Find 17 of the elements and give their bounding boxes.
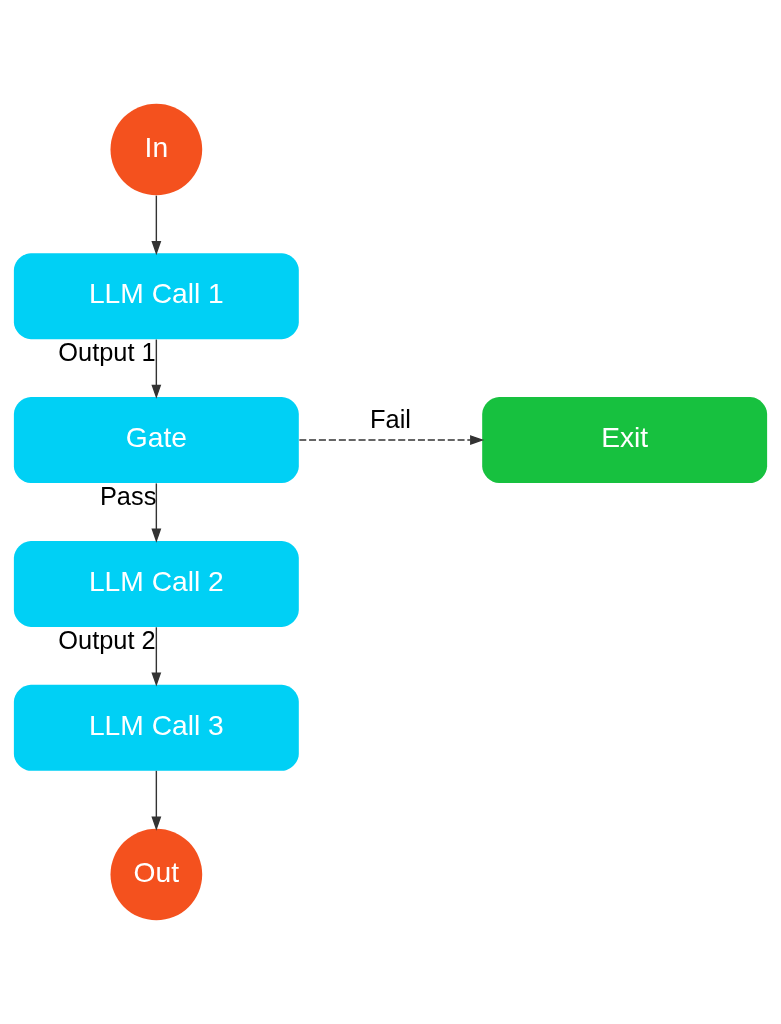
node-circle: Out [110,828,203,921]
arrow [151,626,162,687]
node-box: LLM Call 3 [13,684,299,771]
edge-label: Fail [370,404,411,433]
node-box: LLM Call 1 [13,253,299,340]
edge-label: Pass [99,481,157,510]
node-box: Exit [482,397,768,484]
arrow [151,338,162,399]
node-box: LLM Call 2 [13,540,299,627]
edge-label: Output 2 [58,625,156,654]
arrow [151,194,162,256]
arrow [151,482,162,543]
node-circle: In [110,103,203,196]
edge-label: Output 1 [58,337,156,366]
arrow [151,770,162,831]
arrow [298,435,485,445]
node-box: Gate [13,397,299,484]
